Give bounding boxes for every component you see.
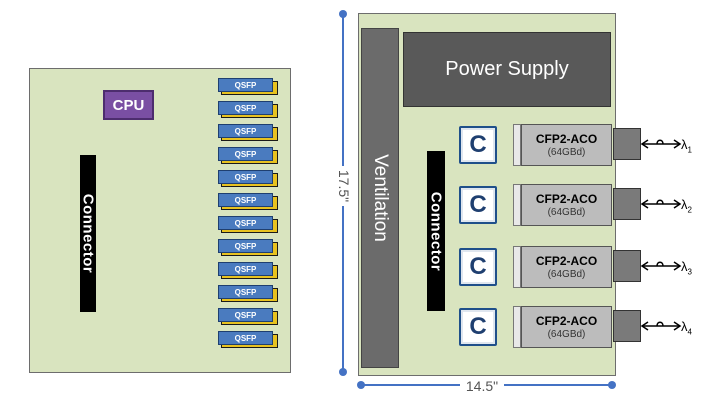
qsfp-port-column: QSFP QSFP QSFP QSFP QSFP QSFP QSFP QSFP … xyxy=(218,78,282,354)
fiber-arrow-3 xyxy=(640,261,682,271)
qsfp-port: QSFP xyxy=(218,331,278,348)
qsfp-port: QSFP xyxy=(218,170,278,187)
wavelength-label: λ1 xyxy=(681,137,692,155)
c-chip: C xyxy=(459,248,497,286)
c-chip-label: C xyxy=(469,191,487,218)
module-rate: (64GBd) xyxy=(547,269,586,280)
c-chip: C xyxy=(459,308,497,346)
cpu-chip: CPU xyxy=(103,90,154,120)
c-chip: C xyxy=(459,126,497,164)
wavelength-label: λ2 xyxy=(681,197,692,215)
fiber-arrow-1 xyxy=(640,139,682,149)
optical-plug xyxy=(613,128,641,160)
module-latch xyxy=(513,306,521,348)
module-name: CFP2-ACO xyxy=(535,132,598,146)
c-chip: C xyxy=(459,186,497,224)
module-rate: (64GBd) xyxy=(547,147,586,158)
qsfp-label: QSFP xyxy=(218,331,273,345)
module-name: CFP2-ACO xyxy=(535,254,598,268)
fiber-arrow-2 xyxy=(640,199,682,209)
qsfp-port: QSFP xyxy=(218,124,278,141)
optical-plug xyxy=(613,250,641,282)
cfp2-aco-module: CFP2-ACO (64GBd) xyxy=(521,306,612,348)
qsfp-label: QSFP xyxy=(218,239,273,253)
module-name: CFP2-ACO xyxy=(535,192,598,206)
qsfp-label: QSFP xyxy=(218,78,273,92)
optical-plug xyxy=(613,188,641,220)
module-latch xyxy=(513,246,521,288)
qsfp-port: QSFP xyxy=(218,78,278,95)
c-chip-label: C xyxy=(469,253,487,280)
qsfp-port: QSFP xyxy=(218,285,278,302)
qsfp-port: QSFP xyxy=(218,308,278,325)
wavelength-label: λ3 xyxy=(681,259,692,277)
module-rate: (64GBd) xyxy=(547,207,586,218)
qsfp-label: QSFP xyxy=(218,285,273,299)
module-latch xyxy=(513,124,521,166)
cfp2-aco-module: CFP2-ACO (64GBd) xyxy=(521,124,612,166)
qsfp-port: QSFP xyxy=(218,147,278,164)
optical-plug xyxy=(613,310,641,342)
ventilation-label: Ventilation xyxy=(370,154,391,242)
power-supply-label: Power Supply xyxy=(445,58,569,80)
cpu-label: CPU xyxy=(112,96,145,114)
right-connector: Connector xyxy=(427,151,445,311)
ventilation-block: Ventilation xyxy=(361,28,399,368)
height-dimension-label: 17.5" xyxy=(332,166,352,206)
width-dimension-label: 14.5" xyxy=(460,378,504,394)
left-connector-label: Connector xyxy=(79,193,97,274)
fiber-arrow-4 xyxy=(640,321,682,331)
left-connector: Connector xyxy=(79,155,97,312)
qsfp-port: QSFP xyxy=(218,262,278,279)
qsfp-label: QSFP xyxy=(218,147,273,161)
qsfp-port: QSFP xyxy=(218,193,278,210)
qsfp-label: QSFP xyxy=(218,216,273,230)
qsfp-label: QSFP xyxy=(218,170,273,184)
c-chip-label: C xyxy=(469,131,487,158)
module-latch xyxy=(513,184,521,226)
qsfp-label: QSFP xyxy=(218,124,273,138)
qsfp-port: QSFP xyxy=(218,216,278,233)
right-connector-label: Connector xyxy=(427,191,445,271)
c-chip-label: C xyxy=(469,313,487,340)
cfp2-aco-module: CFP2-ACO (64GBd) xyxy=(521,184,612,226)
power-supply-block: Power Supply xyxy=(403,32,611,107)
qsfp-label: QSFP xyxy=(218,193,273,207)
qsfp-label: QSFP xyxy=(218,101,273,115)
qsfp-label: QSFP xyxy=(218,308,273,322)
module-rate: (64GBd) xyxy=(547,329,586,340)
fiber-arrows xyxy=(640,139,682,331)
cfp2-aco-module: CFP2-ACO (64GBd) xyxy=(521,246,612,288)
qsfp-label: QSFP xyxy=(218,262,273,276)
qsfp-port: QSFP xyxy=(218,239,278,256)
module-name: CFP2-ACO xyxy=(535,314,598,328)
qsfp-port: QSFP xyxy=(218,101,278,118)
wavelength-label: λ4 xyxy=(681,319,692,337)
